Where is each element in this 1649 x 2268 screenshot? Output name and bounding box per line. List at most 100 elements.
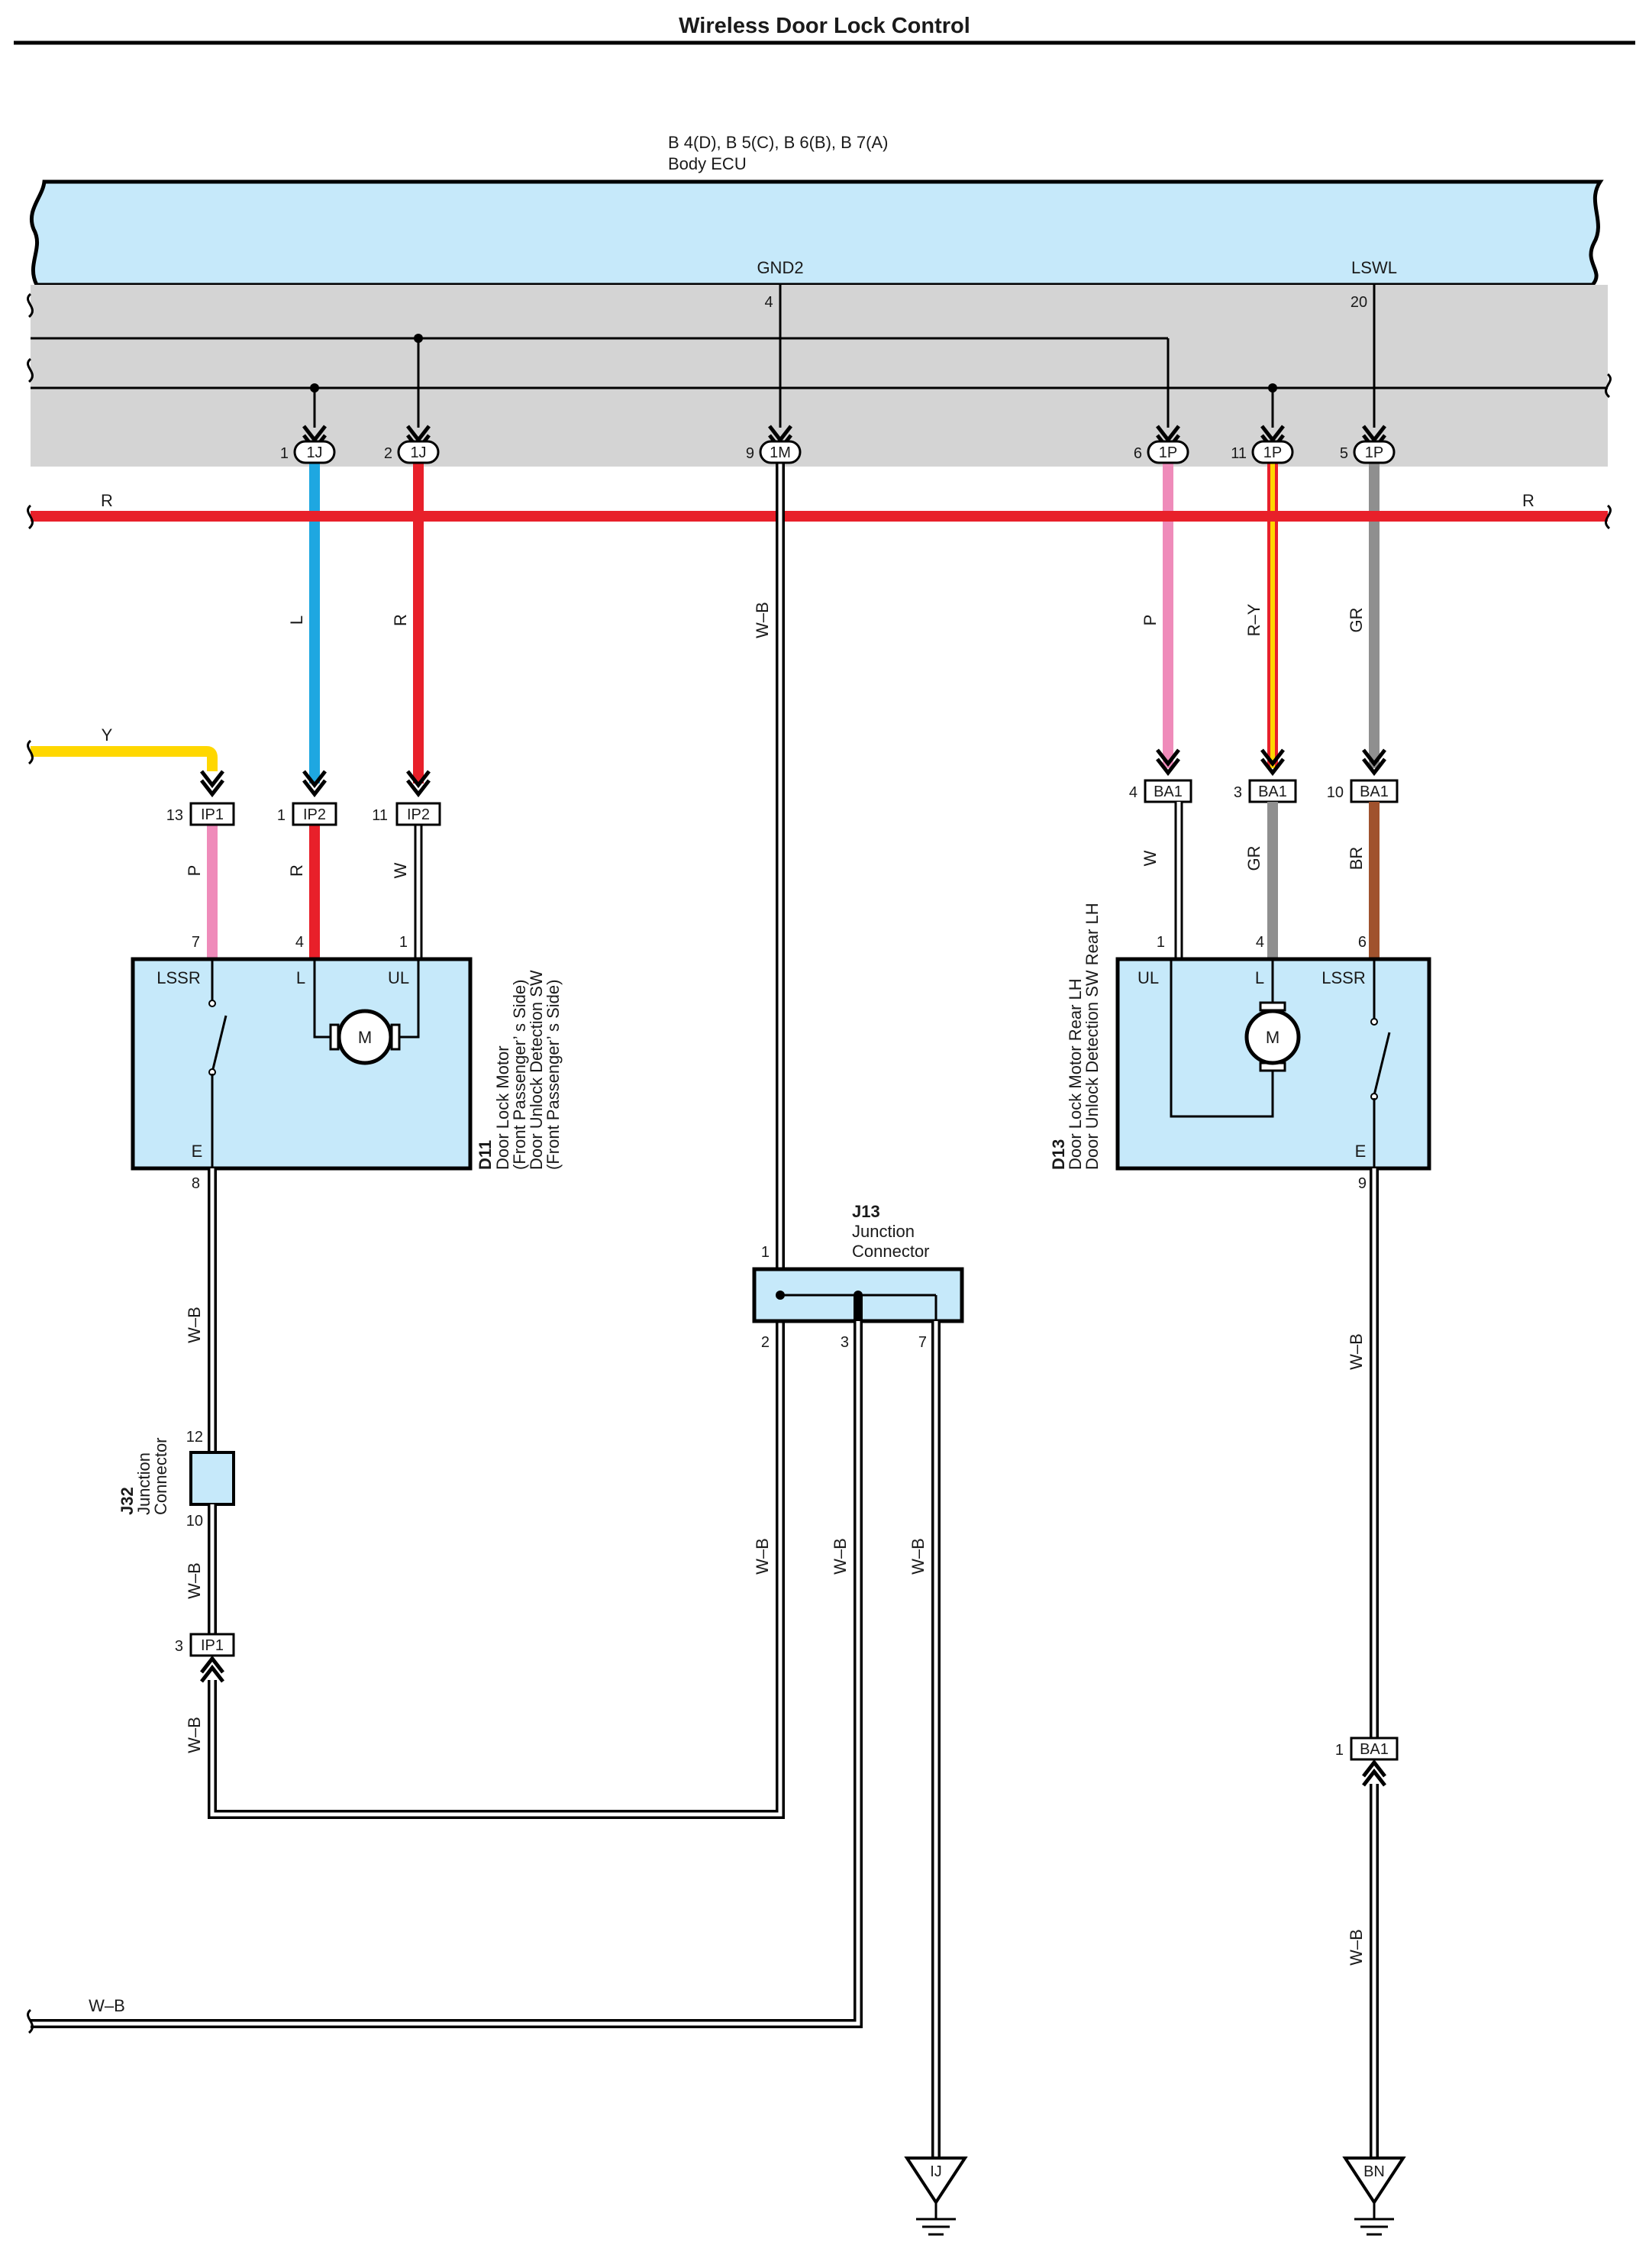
connector-ip1-3: IP1 3 — [175, 1633, 235, 1683]
connector-ba1-10: BA1 10 — [1327, 748, 1399, 803]
ecu-name: Body ECU — [668, 154, 747, 173]
connector-ba1-3: BA1 3 — [1234, 748, 1297, 803]
svg-text:LSSR: LSSR — [157, 968, 200, 987]
wire-p-lower — [207, 825, 218, 959]
wire-l — [309, 463, 320, 783]
wire-r-label-right: R — [1522, 491, 1534, 510]
page-title: Wireless Door Lock Control — [679, 14, 970, 38]
svg-text:11: 11 — [372, 807, 388, 824]
wire-w-rear-label: W — [1141, 850, 1160, 866]
connector-ip1-13: IP1 13 — [166, 770, 235, 826]
svg-text:M: M — [1266, 1028, 1280, 1047]
wire-l-label: L — [287, 615, 306, 625]
svg-text:BN: BN — [1363, 2163, 1385, 2180]
svg-text:Door Unlock Detection SW: Door Unlock Detection SW — [527, 970, 546, 1170]
svg-text:IP2: IP2 — [303, 806, 326, 823]
svg-text:7: 7 — [192, 934, 200, 951]
connector-1j-2: 1J 2 — [384, 425, 440, 464]
gnd2-label: GND2 — [757, 258, 803, 277]
svg-text:12: 12 — [186, 1429, 203, 1446]
connector-1p-11: 1P 11 — [1231, 425, 1294, 464]
svg-text:11: 11 — [1231, 445, 1247, 462]
d11-component: 7 4 1 LSSR L UL E M 8 — [131, 934, 473, 1192]
connector-1p-6: 1P 6 — [1134, 425, 1189, 464]
d13-description: D13 Door Lock Motor Rear LH Door Unlock … — [1049, 903, 1102, 1170]
svg-text:8: 8 — [192, 1175, 200, 1192]
svg-text:4: 4 — [1256, 934, 1264, 951]
wire-r-upper — [413, 463, 424, 783]
svg-text:Junction: Junction — [134, 1452, 153, 1515]
wire-y — [31, 746, 218, 771]
svg-text:1J: 1J — [306, 444, 322, 461]
svg-text:7: 7 — [918, 1334, 927, 1351]
body-ecu-box — [30, 179, 1604, 287]
svg-text:IP2: IP2 — [407, 806, 430, 823]
lswl-label: LSWL — [1351, 258, 1397, 277]
svg-text:9: 9 — [746, 445, 754, 462]
svg-text:Door Lock Motor Rear LH: Door Lock Motor Rear LH — [1066, 978, 1085, 1170]
wire-wb-j13-7-label: W–B — [908, 1538, 928, 1575]
wire-p-upper — [1163, 463, 1173, 768]
svg-text:L: L — [296, 968, 305, 987]
connector-1m-9: 1M 9 — [746, 425, 802, 464]
svg-text:(Front Passenger’ s Side): (Front Passenger’ s Side) — [544, 980, 563, 1170]
svg-text:1: 1 — [277, 807, 286, 824]
wire-gr-rear — [1267, 802, 1278, 959]
svg-text:4: 4 — [1129, 784, 1138, 801]
svg-text:6: 6 — [1134, 445, 1142, 462]
gnd2-pin: 4 — [764, 294, 773, 311]
svg-text:IP1: IP1 — [201, 1637, 224, 1654]
svg-text:Door Unlock Detection SW Rear: Door Unlock Detection SW Rear LH — [1083, 903, 1102, 1170]
svg-text:2: 2 — [761, 1334, 770, 1351]
svg-text:5: 5 — [1340, 445, 1348, 462]
wire-gr-upper — [1369, 463, 1380, 768]
wire-br-rear-label: BR — [1347, 847, 1366, 871]
wire-wb-bottom-label: W–B — [89, 1996, 125, 2015]
svg-text:BA1: BA1 — [1360, 783, 1389, 800]
wire-wb-j13-2-label: W–B — [753, 1538, 772, 1575]
wire-r-upper-label: R — [391, 614, 410, 626]
connector-ba1-1: BA1 1 — [1335, 1737, 1399, 1787]
connector-1j-1: 1J 1 — [280, 425, 336, 464]
wire-r-bus — [31, 511, 1608, 522]
svg-text:J13: J13 — [852, 1202, 880, 1221]
ground-bn: BN — [1342, 2157, 1406, 2236]
wire-br-rear — [1369, 802, 1380, 959]
svg-text:LSSR: LSSR — [1321, 968, 1365, 987]
svg-text:BA1: BA1 — [1360, 1741, 1389, 1758]
svg-text:Connector: Connector — [151, 1437, 170, 1515]
connector-ba1-4: BA1 4 — [1129, 748, 1192, 803]
connector-1p-5: 1P 5 — [1340, 425, 1396, 464]
svg-text:E: E — [192, 1142, 203, 1161]
svg-text:M: M — [358, 1028, 372, 1047]
wire-y-label: Y — [102, 725, 113, 745]
wire-wb-j32-label: W–B — [185, 1562, 204, 1599]
svg-text:UL: UL — [388, 968, 409, 987]
ecu-code: B 4(D), B 5(C), B 6(B), B 7(A) — [668, 133, 889, 152]
svg-text:1P: 1P — [1159, 444, 1177, 461]
svg-text:6: 6 — [1358, 934, 1367, 951]
svg-text:BA1: BA1 — [1258, 783, 1287, 800]
wire-r-lower — [309, 825, 320, 959]
wire-gr-upper-label: GR — [1347, 608, 1366, 633]
d11-description: D11 Door Lock Motor (Front Passenger’ s … — [476, 970, 563, 1170]
d13-component: 1 4 6 UL L LSSR M E 9 — [1115, 934, 1431, 1192]
svg-text:Connector: Connector — [852, 1242, 930, 1261]
wire-p-lower-label: P — [185, 865, 204, 877]
svg-text:J32: J32 — [118, 1487, 137, 1515]
svg-text:D13: D13 — [1049, 1139, 1068, 1170]
wire-r-lower-label: R — [287, 864, 306, 877]
svg-text:1J: 1J — [410, 444, 426, 461]
svg-text:1: 1 — [1335, 1742, 1344, 1759]
svg-text:E: E — [1355, 1142, 1367, 1161]
svg-text:UL: UL — [1138, 968, 1159, 987]
svg-text:10: 10 — [1327, 784, 1344, 801]
svg-text:10: 10 — [186, 1513, 203, 1530]
j32-connector: 12 10 J32 Junction Connector — [118, 1429, 235, 1530]
svg-text:BA1: BA1 — [1154, 783, 1183, 800]
wire-wb-ip1 — [208, 1291, 785, 1819]
svg-text:IP1: IP1 — [201, 806, 224, 823]
wire-wb-main-label: W–B — [753, 602, 772, 638]
connector-ip2-11: IP2 11 — [372, 770, 441, 826]
